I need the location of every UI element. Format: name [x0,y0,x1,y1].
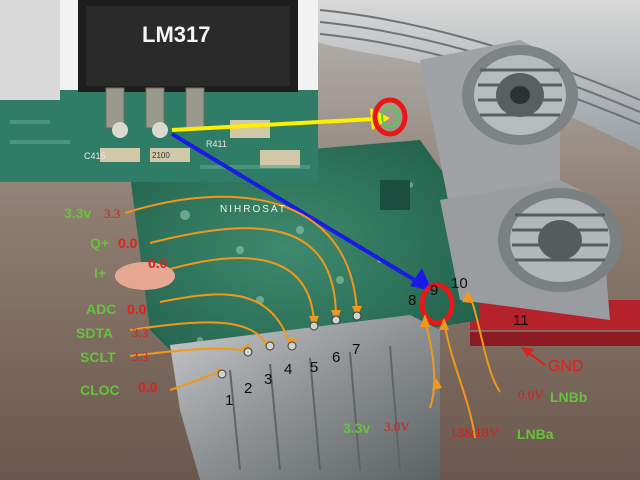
pin-number-4: 4 [284,361,293,378]
value-sdta: 3.3 [132,325,149,340]
orange-traces [124,195,501,439]
label-pin9: LNBa [517,426,554,442]
label-cloc: CLOC [80,382,120,398]
board-text: NIHROSAT [220,204,287,215]
pin-number-1: 1 [225,392,234,409]
f-connector-bottom [440,180,622,320]
pin-number-6: 6 [332,349,341,366]
label-3v3: 3.3v [64,205,92,221]
label-gnd: GND [548,358,584,375]
label-sclt: SCLT [80,349,116,365]
value-pin10: 0.0V [518,387,544,402]
label-adc: ADC [86,301,117,317]
value-pin8: 3.0V [384,419,410,434]
red-circle-top [372,97,408,137]
value-q-plus: 0.0 [118,235,138,251]
value-cloc: 0.0 [138,379,158,395]
label-q-plus: Q+ [90,235,110,251]
pin-number-5: 5 [310,359,319,376]
pin-number-3: 3 [264,371,273,388]
pin-number-7: 7 [352,341,361,358]
label-sdta: SDTA [76,325,114,341]
red-circle-pin9 [419,282,455,326]
pin-number-8: 8 [408,292,417,309]
value-i-plus: 0.0 [148,255,168,271]
silk-2100: 2100 [152,151,170,160]
label-pin8: 3.3v [343,420,371,436]
f-connector-top [420,40,578,210]
silk-r411: R411 [206,139,227,149]
pin-pads [217,311,362,379]
pin-number-9: 9 [430,282,439,299]
pin-number-2: 2 [244,380,253,397]
label-i-plus: I+ [94,265,107,281]
label-pin10: LNBb [550,389,588,405]
pin-number-11: 11 [513,312,529,329]
value-adc: 0.0 [127,301,147,317]
silk-c415: C415 [84,151,106,161]
blue-arrow [170,132,432,291]
value-3v3: 3.3 [104,206,121,221]
lm317-inset [0,0,318,182]
value-sclt: 3.3 [132,349,149,364]
pin-number-10: 10 [451,275,468,292]
chip-label: LM317 [142,22,211,47]
value-pin9: 13&18V [450,426,499,441]
